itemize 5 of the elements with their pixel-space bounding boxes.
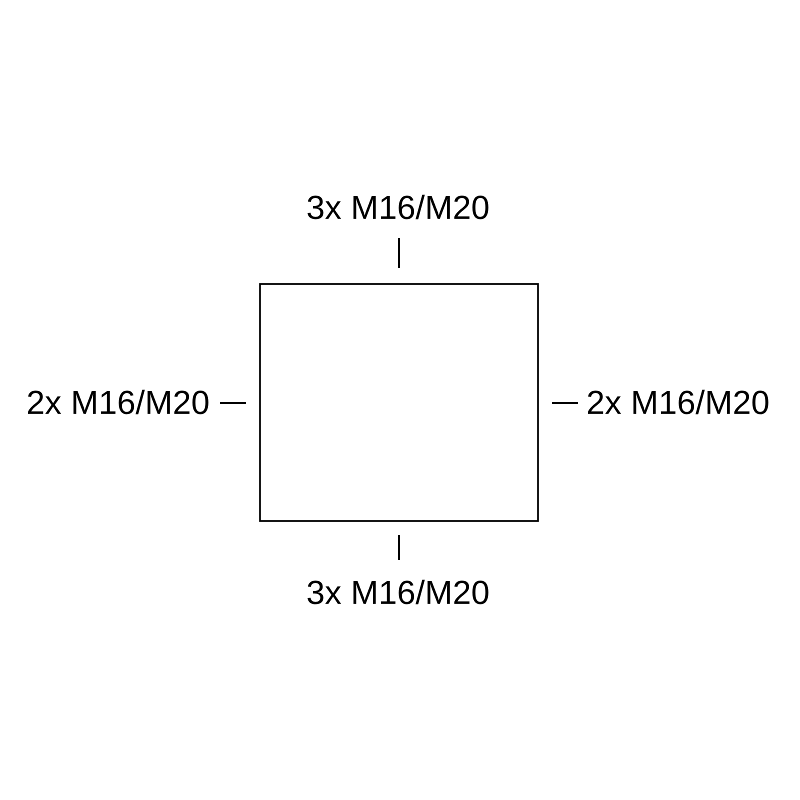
entry-label: 2x M16/M20: [28, 390, 208, 414]
entry-label: 3x M16/M20: [308, 580, 488, 604]
entry-label: 3x M16/M20: [308, 194, 488, 220]
entry-label: 2x M16/M20: [588, 390, 768, 414]
enclosure-box: [259, 283, 539, 522]
